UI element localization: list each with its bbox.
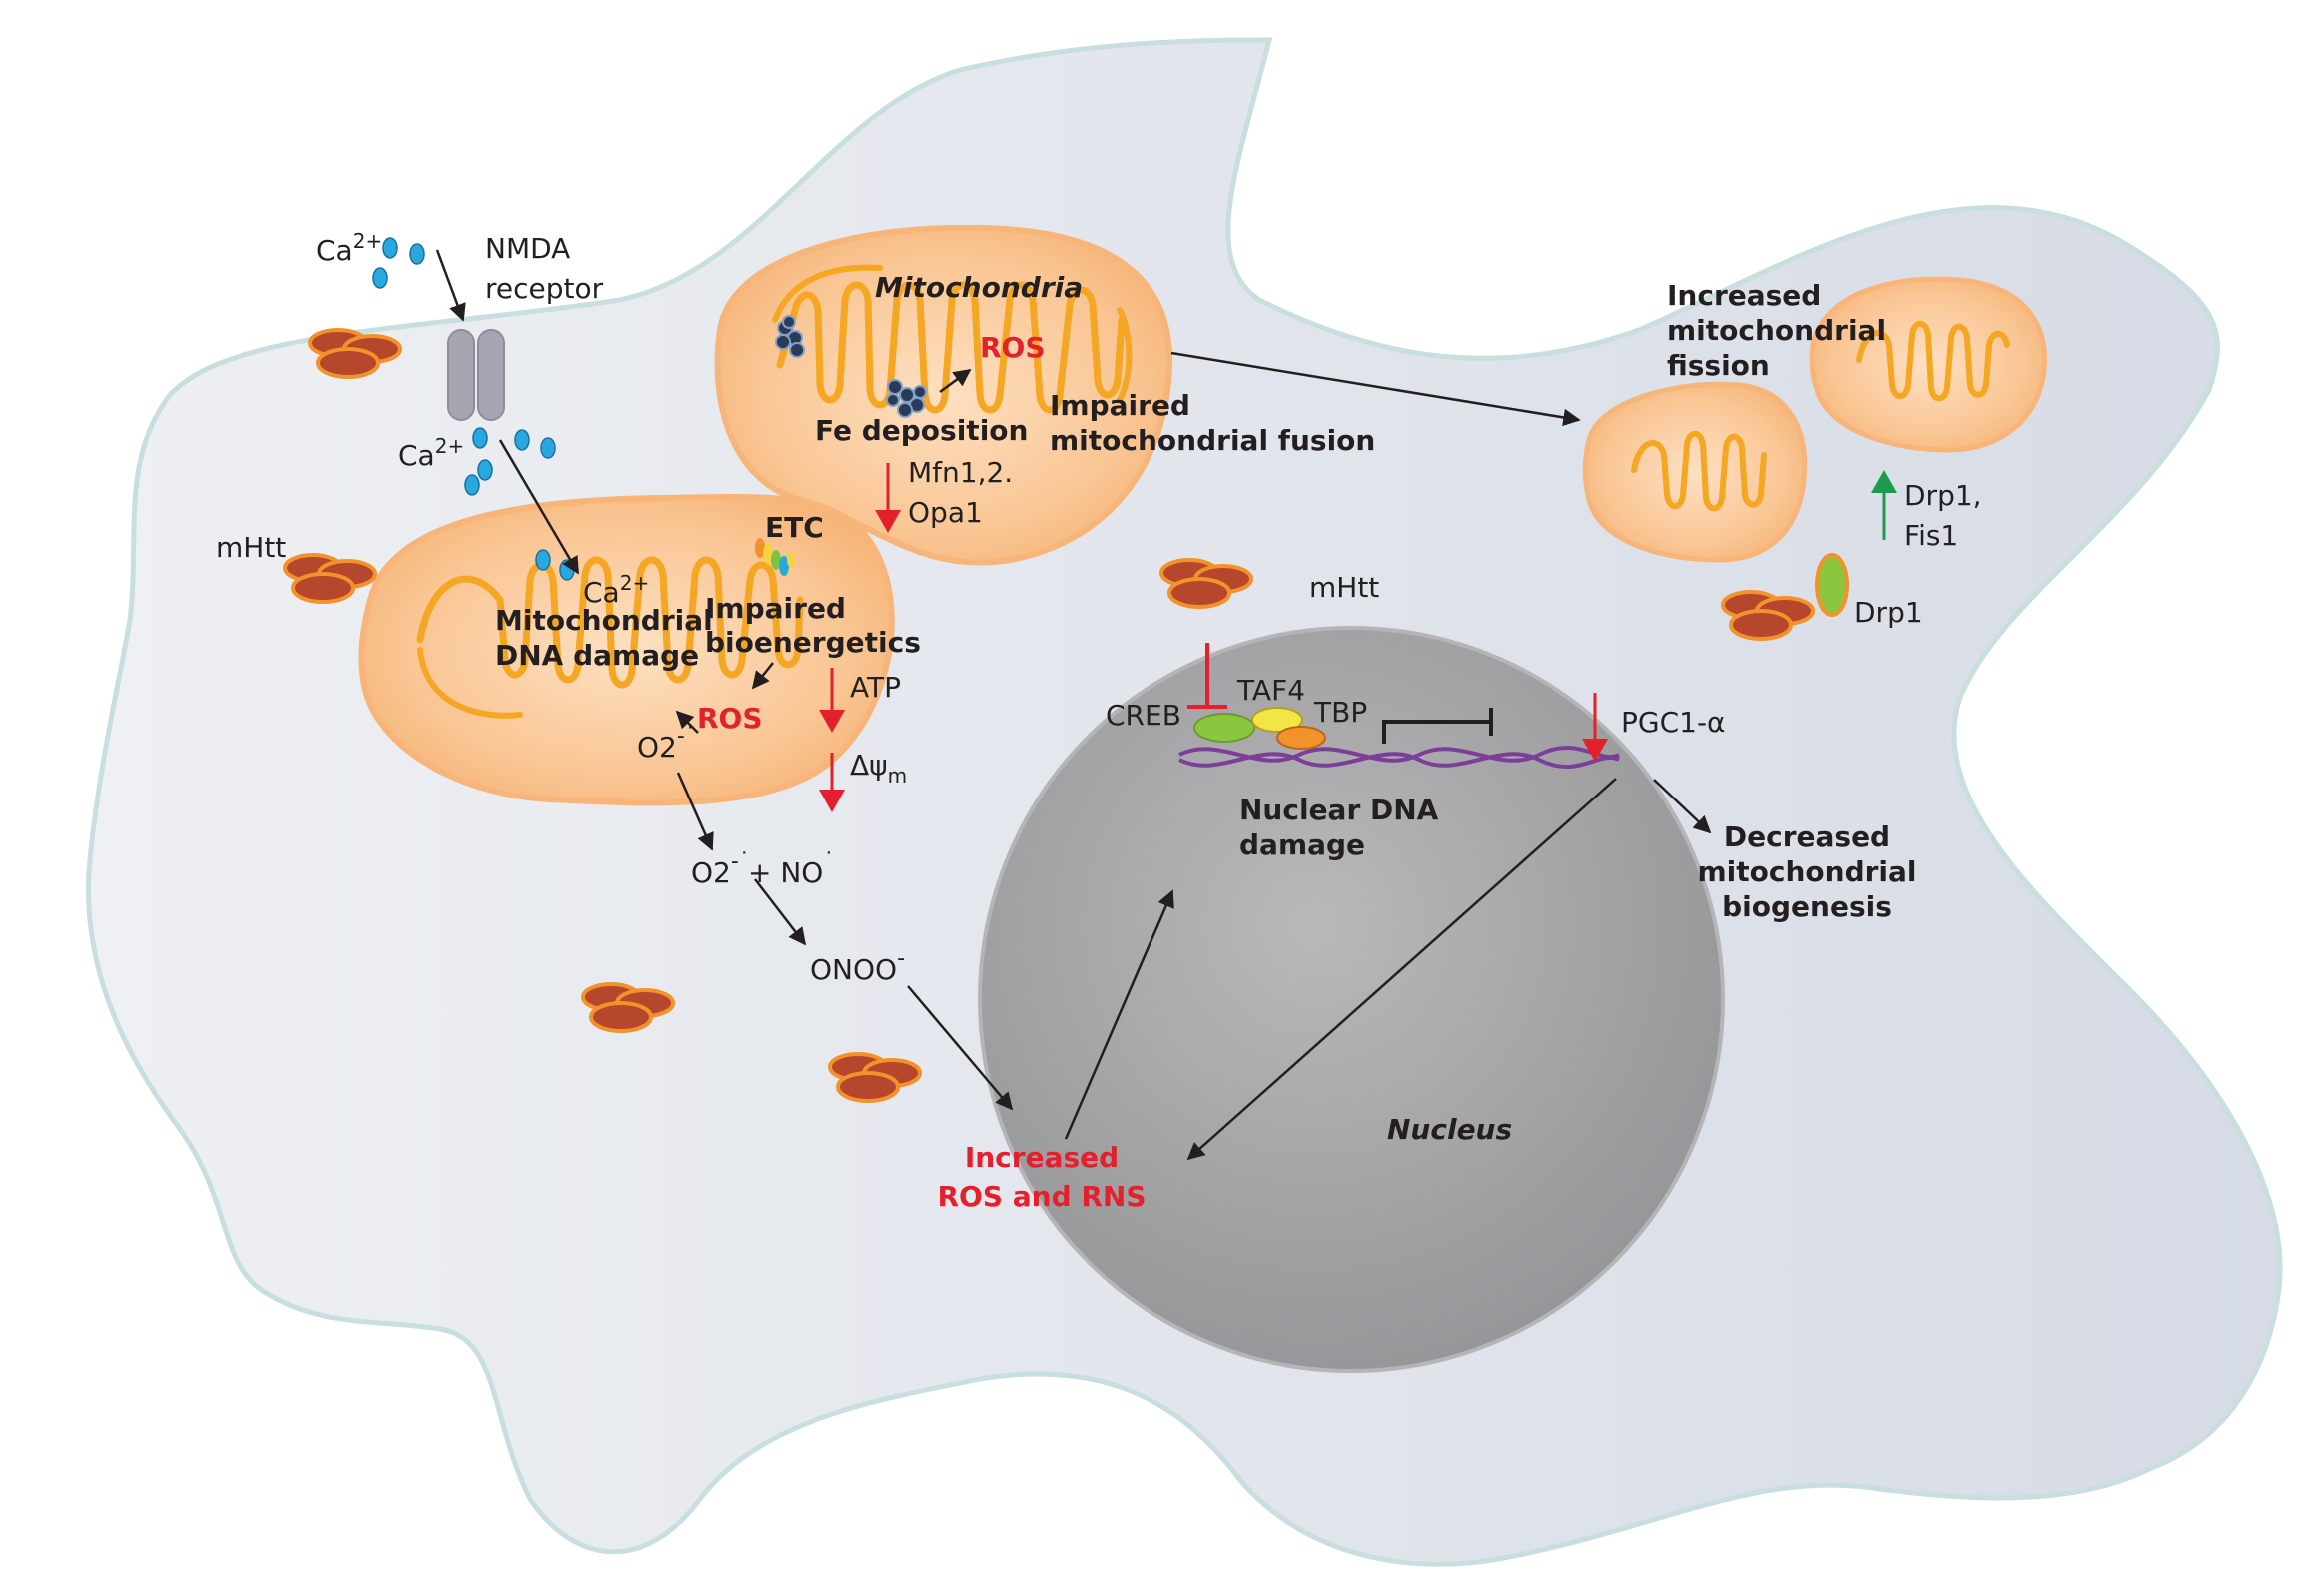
nmda-receptor-icon xyxy=(447,329,505,421)
pathway-arrows xyxy=(435,249,1712,1161)
increased-ros-label-2: ROS and RNS xyxy=(937,1180,1146,1213)
ca-label-inner: Ca2+ xyxy=(583,571,649,609)
nucleus-shape xyxy=(978,626,1725,1373)
impaired-bio-label-1: Impaired xyxy=(705,592,846,625)
fission-label-1: Increased xyxy=(1667,279,1821,312)
fission-label-2: mitochondrial xyxy=(1667,314,1886,347)
ca-label-top: Ca2+ xyxy=(316,229,382,267)
impaired-bio-label-2: bioenergetics xyxy=(705,626,921,659)
creb-label: CREB xyxy=(1106,699,1181,732)
biogenesis-label-3: biogenesis xyxy=(1722,890,1892,923)
iron-cluster-icon xyxy=(775,315,927,418)
taf4-label: TAF4 xyxy=(1236,674,1305,707)
pgc1-alpha-label: PGC1-α xyxy=(1621,706,1726,739)
drp1-label: Drp1 xyxy=(1854,596,1923,629)
receptor-label: receptor xyxy=(485,272,604,305)
ros-label-left: ROS xyxy=(697,702,763,735)
nitric-oxide-label: + NO˙ xyxy=(748,849,834,889)
nuclear-dna-label-1: Nuclear DNA xyxy=(1239,794,1439,826)
drp1-fis1-label-2: Fis1 xyxy=(1904,519,1958,552)
tbp-label: TBP xyxy=(1313,696,1367,729)
impaired-fusion-label-2: mitochondrial fusion xyxy=(1050,424,1375,457)
ros-label-top: ROS xyxy=(980,331,1046,364)
atp-label: ATP xyxy=(850,671,901,704)
etc-complex-icon xyxy=(755,538,795,576)
mito-dna-label-2: DNA damage xyxy=(495,639,699,672)
fe-deposition-label: Fe deposition xyxy=(815,414,1028,447)
mitochondrion-fission-2 xyxy=(1809,276,2048,453)
mhtt-label-nucleus: mHtt xyxy=(1309,571,1379,604)
decrease-arrows xyxy=(819,463,1608,812)
biogenesis-label-2: mitochondrial xyxy=(1697,855,1916,888)
ca-label-mid: Ca2+ xyxy=(398,434,464,472)
mitochondrion-fission-1 xyxy=(1582,381,1808,563)
drp1-fis1-label-1: Drp1, xyxy=(1904,479,1982,512)
mhtt-label-left: mHtt xyxy=(216,531,286,564)
superoxide-label-2: O2-˙ xyxy=(691,849,750,889)
peroxynitrite-label: ONOO- xyxy=(810,946,905,986)
superoxide-label-1: O2-˙ xyxy=(637,724,696,764)
delta-psi-label: Δψm xyxy=(850,749,907,788)
mito-dna-label-1: Mitochondrial xyxy=(495,604,713,637)
nmda-label: NMDA xyxy=(485,232,570,265)
mitochondrion-left xyxy=(358,493,895,806)
increase-arrow xyxy=(1871,470,1897,540)
etc-label: ETC xyxy=(765,511,824,544)
fission-label-3: fission xyxy=(1667,349,1770,382)
drp1-protein-icon xyxy=(1815,553,1849,617)
impaired-fusion-label-1: Impaired xyxy=(1050,389,1190,422)
nucleus-label: Nucleus xyxy=(1387,1113,1512,1146)
mfn-label: Mfn1,2. xyxy=(908,456,1013,489)
mitochondria-label: Mitochondria xyxy=(875,271,1083,304)
transcription-complex xyxy=(1178,643,1620,770)
biogenesis-label-1: Decreased xyxy=(1724,820,1890,853)
mitochondrion-top xyxy=(714,224,1173,566)
increased-ros-label-1: Increased xyxy=(965,1141,1119,1174)
opa-label: Opa1 xyxy=(908,496,983,529)
nuclear-dna-label-2: damage xyxy=(1239,828,1365,861)
